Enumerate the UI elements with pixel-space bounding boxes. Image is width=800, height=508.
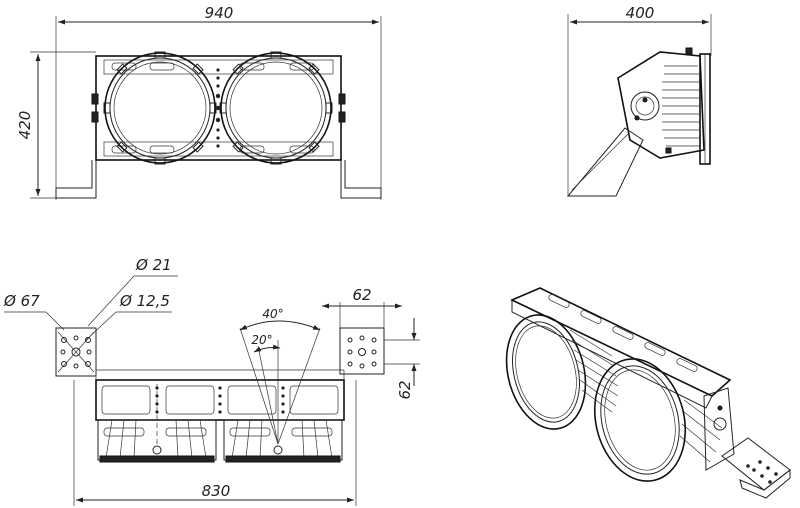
side-bracket-arm (566, 127, 644, 197)
isometric-view (505, 287, 791, 499)
dia-21-label: Ø 21 (135, 256, 172, 274)
front-width-label: 940 (205, 4, 234, 22)
angle-40-label: 40° (262, 307, 283, 321)
front-lamp-left (103, 51, 217, 165)
front-height-label: 420 (16, 111, 34, 140)
bottom-width-label: 830 (202, 482, 231, 500)
side-view: 400 (566, 4, 712, 197)
dia-12-5-label: Ø 12,5 (119, 292, 170, 310)
bottom-lamp-right (223, 419, 343, 463)
front-lamp-right (219, 51, 333, 165)
front-housing-frame (95, 55, 342, 161)
side-width-label: 400 (626, 4, 655, 22)
tilt-angle-dimensions (156, 320, 321, 445)
bottom-mount-plate (55, 327, 97, 377)
plate-height-label: 62 (396, 380, 414, 399)
bottom-view: Ø 67 Ø 21 Ø 12,5 (3, 256, 357, 506)
side-heatsink-fins (662, 65, 700, 147)
bottom-housing (95, 379, 345, 421)
front-center-holes (215, 68, 221, 148)
side-housing (617, 51, 705, 159)
plate-detail: 62 62 (322, 286, 420, 400)
bottom-lamp-left (97, 419, 217, 463)
plate-body (339, 327, 385, 375)
front-mount-bracket (55, 160, 382, 199)
front-view: 940 420 (16, 4, 382, 200)
dia-67-label: Ø 67 (3, 292, 40, 310)
angle-20-label: 20° (251, 333, 272, 347)
plate-width-label: 62 (352, 286, 371, 304)
